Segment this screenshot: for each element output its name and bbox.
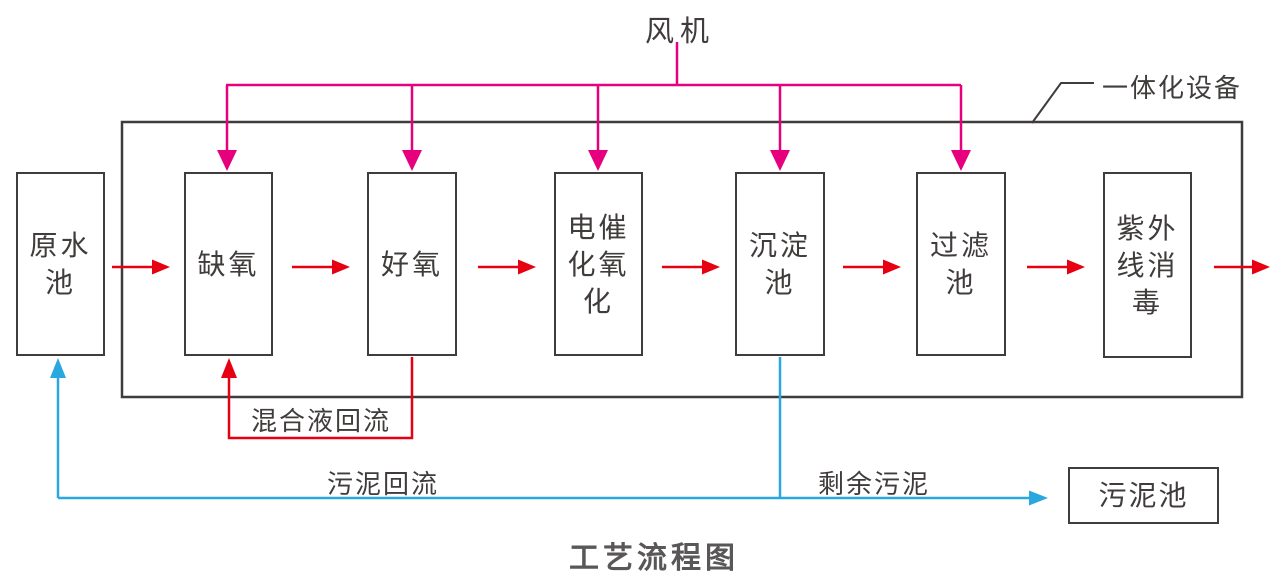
arrowhead-outlet	[1252, 259, 1270, 275]
air-arrowhead-anoxic	[217, 150, 237, 171]
air-arrowhead-electro	[588, 150, 608, 171]
mixed-liquor-return-line	[227, 357, 414, 440]
air-arrowhead-aerobic	[402, 150, 422, 171]
filtration-tank-box: 过滤池	[916, 172, 1006, 356]
arrowhead-filter-to-uv	[1067, 259, 1085, 275]
mixed-liquor-return-label: 混合液回流	[251, 406, 392, 436]
electrocatalytic-oxidation-label: 电催化氧化	[567, 211, 630, 317]
sedimentation-tank-box: 沉淀池	[735, 172, 825, 356]
raw-water-tank-box: 原水池	[16, 172, 105, 356]
sludge-flow-lines	[56, 357, 1030, 500]
uv-disinfection-box: 紫外线消毒	[1103, 172, 1192, 358]
air-arrowheads	[217, 150, 971, 171]
air-supply-lines	[225, 42, 963, 152]
integrated-equipment-boundary	[120, 120, 1244, 399]
uv-disinfection-label: 紫外线消毒	[1116, 212, 1179, 318]
integrated-equipment-label: 一体化设备	[1102, 73, 1243, 103]
aerobic-box: 好氧	[367, 172, 457, 356]
sludge-tank-box: 污泥池	[1068, 467, 1219, 524]
arrowhead-aerobic-to-electro	[518, 259, 536, 275]
air-arrowhead-filter	[951, 150, 971, 171]
process-flow-lines	[112, 265, 1253, 440]
aerobic-label: 好氧	[380, 248, 443, 280]
arrowhead-sludge-return	[50, 358, 66, 378]
integrated-label-leader-line	[1031, 82, 1094, 124]
air-arrowhead-sediment	[770, 150, 790, 171]
anoxic-label: 缺氧	[197, 248, 260, 280]
electrocatalytic-oxidation-box: 电催化氧化	[554, 172, 643, 356]
sludge-arrowheads	[50, 358, 1048, 506]
sludge-return-label: 污泥回流	[327, 469, 440, 499]
diagram-title: 工艺流程图	[569, 542, 739, 575]
arrowhead-anoxic-to-aerobic	[332, 259, 350, 275]
arrowhead-mixed-liquor-return	[221, 358, 237, 378]
arrowhead-sediment-to-filter	[883, 259, 901, 275]
raw-water-tank-label: 原水池	[29, 230, 92, 298]
filtration-tank-label: 过滤池	[929, 230, 992, 298]
fan-label: 风机	[644, 16, 715, 48]
arrowhead-raw-to-anoxic	[152, 259, 170, 275]
sludge-tank-label: 污泥池	[1098, 480, 1189, 511]
sedimentation-tank-label: 沉淀池	[748, 230, 811, 298]
excess-sludge-label: 剩余污泥	[818, 469, 931, 499]
process-arrowheads	[152, 259, 1270, 378]
arrowhead-electro-to-sediment	[702, 259, 720, 275]
anoxic-box: 缺氧	[184, 172, 273, 356]
arrowhead-excess-sludge	[1029, 490, 1048, 506]
